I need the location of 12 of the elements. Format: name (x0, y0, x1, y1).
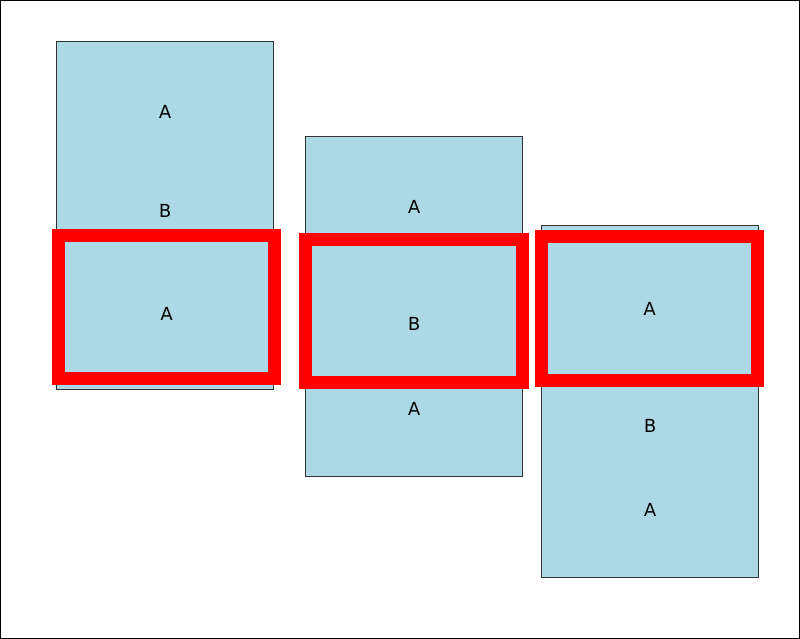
cell-letter: B (158, 203, 172, 221)
highlight-frame (52, 229, 281, 385)
cell-letter: A (408, 401, 420, 419)
cell-letter: A (643, 301, 656, 319)
cell-letter: A (408, 199, 420, 217)
cell-letter: A (158, 104, 172, 122)
highlight-frame (299, 233, 529, 389)
cell-letter: B (408, 316, 420, 334)
highlight-frame (535, 230, 764, 387)
cell-letter: A (160, 306, 173, 324)
cell-letter: A (644, 502, 656, 520)
cell-letter: B (644, 418, 656, 436)
